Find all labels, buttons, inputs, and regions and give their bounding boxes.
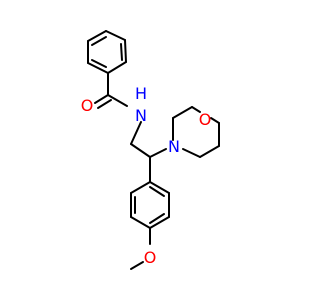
benzoyl-ring <box>87 30 127 74</box>
atom-label-oxygen-morpholine: O <box>199 110 212 129</box>
bond <box>149 181 170 194</box>
bond <box>210 117 220 124</box>
bond <box>130 216 151 229</box>
methoxyphenyl-ring <box>130 181 170 229</box>
bond <box>107 94 128 107</box>
bond <box>199 145 220 158</box>
bond-inner <box>120 43 123 61</box>
bond <box>172 106 193 119</box>
atom-label-nitrogen-amide: N <box>135 106 147 125</box>
morpholine-ring <box>172 106 220 158</box>
atom-label-hydrogen: H <box>135 84 147 103</box>
bond-inner <box>91 36 107 46</box>
bond <box>87 62 109 74</box>
bond <box>124 39 127 63</box>
carbonyl-bond <box>94 94 109 104</box>
atom-label-nitrogen-morpholine: N <box>168 137 180 156</box>
bond <box>191 106 201 113</box>
bond <box>130 261 144 270</box>
bond-inner <box>149 186 165 197</box>
bond <box>149 148 167 158</box>
bond <box>87 30 107 42</box>
atom-label-oxygen-methoxy: O <box>144 248 157 267</box>
bond <box>130 121 142 145</box>
bond-inner <box>149 213 165 224</box>
carbonyl-bond <box>97 99 112 109</box>
structure-canvas: O N H N O O <box>0 0 300 300</box>
bond <box>105 30 126 41</box>
atom-label-oxygen-carbonyl: O <box>81 96 94 115</box>
bond-inner <box>91 59 107 68</box>
molecule-diagram: O N H N O O <box>0 0 300 300</box>
bond <box>182 148 201 158</box>
bond <box>149 216 170 229</box>
bond <box>130 181 151 194</box>
background <box>0 0 300 300</box>
bond <box>130 143 151 158</box>
bond <box>107 61 127 74</box>
